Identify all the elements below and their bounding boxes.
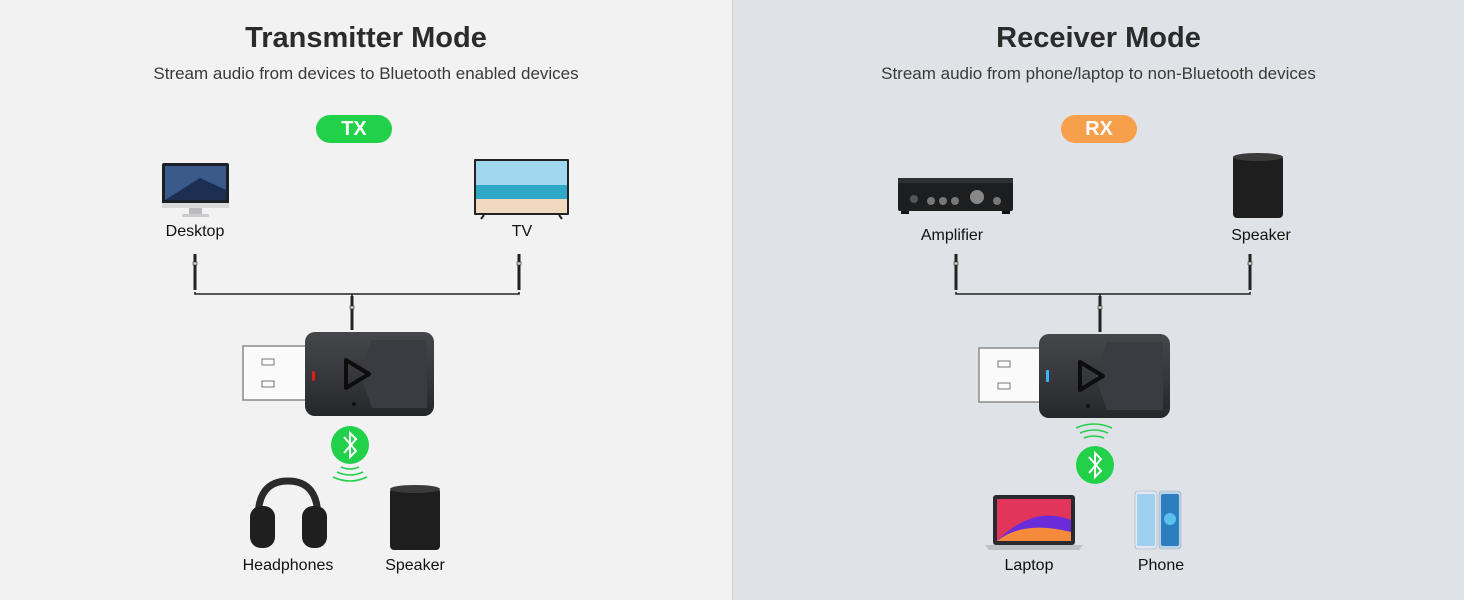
bluetooth-icon: [1076, 446, 1114, 484]
transmitter-panel: Transmitter Mode Stream audio from devic…: [0, 0, 732, 600]
usb-adapter: [978, 334, 1170, 418]
laptop-label: Laptop: [1004, 557, 1054, 574]
tx-badge: TX: [316, 115, 392, 143]
transmitter-title: Transmitter Mode: [245, 22, 487, 54]
transmitter-illustration: [162, 159, 569, 550]
transmitter-subtitle: Stream audio from devices to Bluetooth e…: [153, 64, 579, 83]
laptop-icon: [985, 495, 1083, 550]
tx-speaker-label: Speaker: [385, 557, 445, 574]
headphones-label: Headphones: [242, 557, 334, 574]
tv-label: TV: [511, 223, 533, 240]
usb-adapter: [242, 332, 434, 416]
receiver-panel: Receiver Mode Stream audio from phone/la…: [732, 0, 1464, 600]
receiver-title: Receiver Mode: [996, 22, 1201, 54]
receiver-illustration: [898, 153, 1283, 550]
desktop-label: Desktop: [165, 223, 225, 240]
rx-led: [1046, 370, 1049, 382]
phone-icon: [1134, 490, 1182, 550]
headphones-icon: [250, 477, 327, 548]
speaker-icon: [1233, 153, 1283, 218]
tx-led: [312, 371, 315, 381]
rx-speaker-label: Speaker: [1231, 227, 1291, 244]
aux-cable: [193, 254, 521, 330]
rx-badge: RX: [1061, 115, 1137, 143]
signal-waves-icon: [1075, 423, 1113, 439]
speaker-icon: [390, 485, 440, 550]
signal-waves-icon: [332, 466, 368, 482]
amplifier-icon: [898, 178, 1013, 214]
bluetooth-icon: [331, 426, 369, 464]
desktop-icon: [162, 163, 229, 217]
amplifier-label: Amplifier: [920, 227, 984, 244]
tv-icon: [474, 159, 569, 220]
receiver-subtitle: Stream audio from phone/laptop to non-Bl…: [881, 64, 1316, 83]
phone-label: Phone: [1137, 557, 1185, 574]
aux-cable: [954, 254, 1252, 332]
